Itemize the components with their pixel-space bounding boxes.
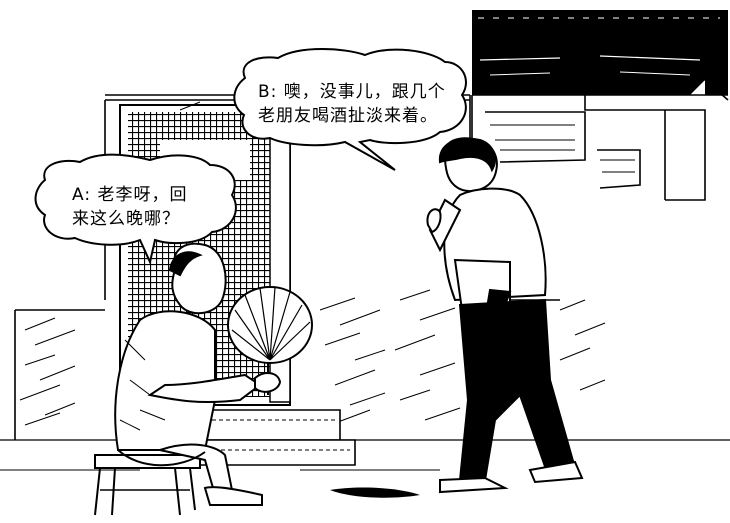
dialogue-b-line1: B: 噢，没事儿，跟几个 bbox=[258, 82, 446, 102]
dialogue-b-line2: 老朋友喝酒扯淡来着。 bbox=[258, 106, 438, 126]
ground-shadow bbox=[330, 487, 420, 498]
night-sky bbox=[472, 10, 728, 95]
seated-man-a bbox=[114, 242, 263, 506]
dialogue-a-line2: 来这么晚哪？ bbox=[72, 209, 180, 229]
speech-bubble-a bbox=[34, 153, 237, 266]
standing-man-b bbox=[426, 137, 584, 494]
speech-bubble-b bbox=[233, 48, 467, 171]
dialogue-a: A: 老李呀，回 来这么晚哪？ bbox=[72, 183, 187, 231]
dialogue-b: B: 噢，没事儿，跟几个 老朋友喝酒扯淡来着。 bbox=[258, 80, 446, 128]
hand-fan-icon bbox=[227, 286, 313, 395]
dialogue-a-line1: A: 老李呀，回 bbox=[72, 185, 188, 205]
